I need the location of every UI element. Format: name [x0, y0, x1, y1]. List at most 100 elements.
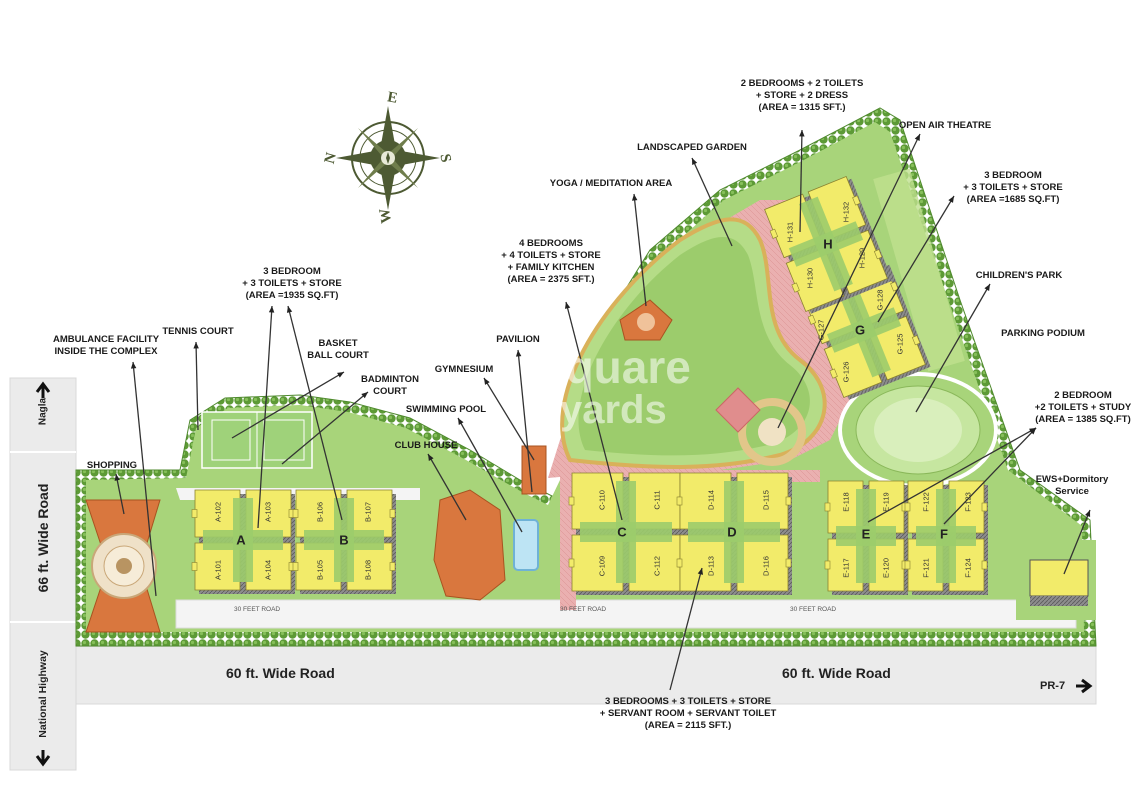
label-line: (AREA = 2375 SFT.)	[507, 274, 595, 285]
parking-podium	[873, 168, 965, 372]
label-line: + SERVANT ROOM + SERVANT TOILET	[599, 708, 777, 719]
callout-arrow	[286, 305, 343, 521]
label-line: + 4 TOILETS + STORE	[501, 250, 601, 261]
label-line: Service	[1055, 486, 1089, 497]
unit-label: B-106	[315, 501, 325, 523]
label-parking-podium: PARKING PODIUM	[1001, 328, 1085, 340]
label-line: BALL COURT	[307, 350, 369, 361]
road-60ft-right: 60 ft. Wide Road	[782, 665, 891, 681]
label-line: CHILDREN'S PARK	[975, 270, 1063, 281]
gymnasium	[521, 445, 547, 495]
label-landscaped-garden: LANDSCAPED GARDEN	[637, 142, 747, 154]
label-line: + FAMILY KITCHEN	[507, 262, 595, 273]
tower-blocks	[191, 176, 988, 595]
road-national-highway: National Highway	[37, 650, 49, 738]
label-line: PAVILION	[496, 334, 540, 345]
tower-d-letter: D	[727, 524, 737, 540]
watermark-line2: yards	[560, 388, 667, 432]
unit-label: F-124	[963, 558, 973, 578]
label-line: TENNIS COURT	[162, 326, 234, 337]
label-swimming-pool: SWIMMING POOL	[406, 404, 486, 416]
club-house	[433, 489, 506, 601]
tower-f-letter: F	[940, 526, 948, 542]
callout-arrow	[193, 341, 199, 431]
unit-label: E-117	[841, 558, 851, 578]
tower-f-block	[904, 480, 988, 595]
road-60ft-left: 60 ft. Wide Road	[226, 665, 335, 681]
tower-b-letter: B	[339, 532, 349, 548]
unit-label: B-107	[363, 501, 373, 523]
callout-arrow	[483, 377, 535, 461]
callout-arrow	[631, 193, 647, 307]
swimming-pool	[513, 519, 539, 571]
label-line: 3 BEDROOM	[263, 266, 321, 277]
unit-label: H-132	[841, 201, 851, 223]
label-line: + 3 TOILETS + STORE	[963, 182, 1063, 193]
tower-e-block	[824, 480, 908, 595]
unit-label: G-128	[875, 289, 885, 311]
callout-arrow	[877, 195, 955, 323]
label-line: (AREA = 1315 SFT.)	[758, 102, 846, 113]
callout-arrow	[457, 417, 523, 533]
callout-arrow	[943, 427, 1037, 525]
label-line: 3 BEDROOM	[984, 170, 1042, 181]
tower-d-block	[676, 472, 792, 595]
shopping-plaza	[85, 499, 161, 633]
label-line: GYMNESIUM	[434, 364, 494, 375]
label-tower-g: 3 BEDROOM+ 3 TOILETS + STORE(AREA =1685 …	[963, 170, 1062, 206]
feet-road-3: 30 FEET ROAD	[790, 606, 837, 613]
ews-block	[1016, 540, 1096, 620]
callout-arrow	[281, 391, 369, 465]
compass-rose: N E S W	[322, 89, 454, 224]
unit-label: B-108	[363, 559, 373, 581]
label-line: LANDSCAPED GARDEN	[637, 142, 747, 153]
label-line: + STORE + 2 DRESS	[755, 90, 849, 101]
label-line: BASKET	[318, 338, 358, 349]
label-line: EWS+Dormitory	[1035, 474, 1109, 485]
label-childrens-park: CHILDREN'S PARK	[976, 270, 1063, 282]
road-pr7: PR-7	[1040, 680, 1066, 692]
callout-arrow	[427, 453, 467, 521]
callout-arrow	[915, 283, 991, 413]
unit-label: G-127	[816, 319, 826, 341]
unit-label: F-123	[963, 492, 973, 512]
tower-a-letter: A	[236, 532, 246, 548]
label-line: PARKING PODIUM	[1001, 328, 1085, 339]
label-tower-d: 3 BEDROOMS + 3 TOILETS + STORE+ SERVANT …	[600, 696, 776, 732]
label-line: (AREA =1685 SQ.FT)	[966, 194, 1060, 205]
unit-label: D-116	[761, 556, 771, 576]
compass-e: E	[386, 89, 399, 106]
label-shopping: SHOPPING	[87, 460, 137, 472]
label-line: OPEN AIR THEATRE	[898, 120, 992, 131]
unit-label: E-118	[841, 492, 851, 512]
label-tower-a-b: 3 BEDROOM+ 3 TOILETS + STORE(AREA =1935 …	[242, 266, 341, 302]
unit-label: H-129	[857, 247, 867, 269]
tower-a-block	[191, 489, 295, 594]
unit-label: D-115	[761, 490, 771, 510]
callout-arrow	[691, 157, 733, 247]
feet-road-1: 30 FEET ROAD	[234, 606, 281, 613]
callout-arrow	[799, 129, 805, 233]
label-line: (AREA = 1385 SQ.FT)	[1035, 414, 1131, 425]
tower-e-letter: E	[861, 526, 871, 542]
label-line: COURT	[373, 386, 407, 397]
label-line: AMBULANCE FACILITY	[52, 334, 160, 345]
unit-label: G-126	[841, 361, 851, 383]
label-open-air-theatre: OPEN AIR THEATRE	[899, 120, 991, 132]
label-line: (AREA =1935 SQ.FT)	[245, 290, 339, 301]
label-line: INSIDE THE COMPLEX	[54, 346, 158, 357]
unit-label: A-103	[263, 501, 273, 523]
unit-label: G-125	[895, 333, 905, 355]
unit-label: D-113	[706, 556, 716, 576]
unit-label: E-120	[881, 557, 891, 579]
tower-c-block	[568, 472, 684, 595]
callout-arrow	[777, 133, 921, 429]
label-line: 2 BEDROOMS + 2 TOILETS	[740, 78, 864, 89]
road-66ft: 66 ft. Wide Road	[35, 483, 51, 593]
landscaped-garden	[548, 200, 850, 478]
callout-arrow	[231, 371, 345, 439]
